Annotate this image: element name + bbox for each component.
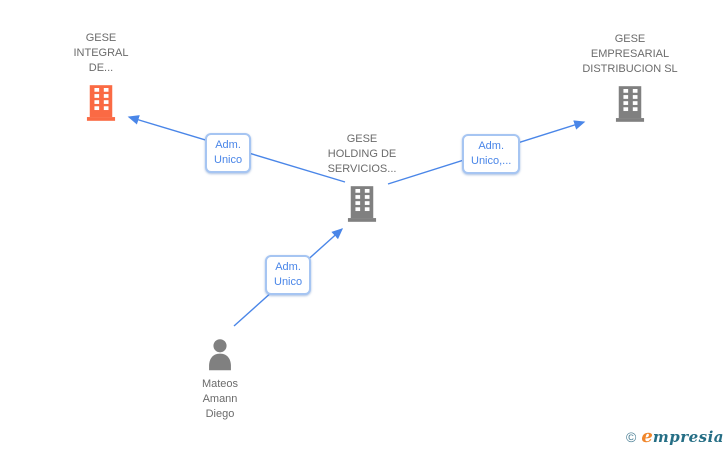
building-icon: [347, 185, 377, 223]
building-icon: [615, 85, 645, 123]
edge-label-adm-unico-right: Adm. Unico,...: [462, 134, 521, 174]
company-node-gese-holding[interactable]: GESE HOLDING DE SERVICIOS...: [302, 132, 422, 223]
person-node-mateos-amann-diego[interactable]: Mateos Amann Diego: [160, 338, 280, 422]
empresia-logo[interactable]: © empresia: [626, 426, 724, 447]
brand-wordmark: empresia: [641, 426, 724, 447]
copyright-icon: ©: [626, 429, 637, 445]
edge-label-adm-unico-left: Adm. Unico: [205, 133, 252, 173]
company-name: GESE EMPRESARIAL DISTRIBUCION SL: [582, 33, 678, 75]
person-name: Mateos Amann Diego: [201, 378, 239, 420]
building-icon: [86, 84, 116, 122]
company-name: GESE HOLDING DE SERVICIOS...: [327, 133, 397, 175]
person-icon: [206, 338, 234, 377]
edge-label-adm-unico-bottom: Adm. Unico: [265, 255, 312, 295]
company-node-gese-empresarial[interactable]: GESE EMPRESARIAL DISTRIBUCION SL: [560, 32, 700, 123]
company-node-gese-integral[interactable]: GESE INTEGRAL DE...: [41, 31, 161, 122]
company-name: GESE INTEGRAL DE...: [73, 32, 129, 74]
